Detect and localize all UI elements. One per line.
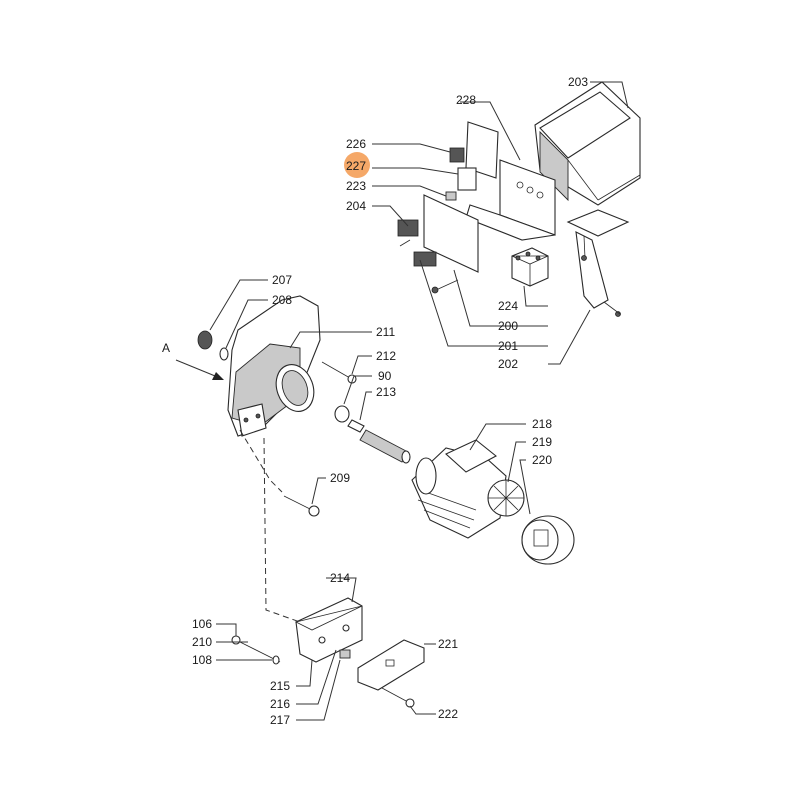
label-228: 228	[456, 93, 476, 107]
label-90: 90	[378, 369, 392, 383]
fan-impeller	[487, 479, 525, 517]
view-a-label: A	[162, 341, 170, 355]
coupling-shaft	[334, 405, 411, 464]
label-217: 217	[270, 713, 290, 727]
label-218: 218	[532, 417, 552, 431]
label-212: 212	[376, 349, 396, 363]
label-224: 224	[498, 299, 518, 313]
assembly-guides	[239, 429, 301, 623]
support-arm	[566, 209, 630, 317]
label-200: 200	[498, 319, 518, 333]
label-207: 207	[272, 273, 292, 287]
ignition-block	[294, 597, 363, 663]
knob-and-washer	[197, 330, 229, 361]
block-cover	[357, 639, 425, 691]
label-108: 108	[192, 653, 212, 667]
bracket-plate	[465, 159, 556, 241]
label-213: 213	[376, 385, 396, 399]
screw-222	[381, 687, 415, 708]
terminal-block	[511, 247, 549, 287]
label-221: 221	[438, 637, 458, 651]
label-204: 204	[346, 199, 366, 213]
part-labels: 203 228 226 227 223 204 224 200 201 202 …	[192, 75, 588, 727]
label-219: 219	[532, 435, 552, 449]
label-223: 223	[346, 179, 366, 193]
label-203: 203	[568, 75, 588, 89]
label-227: 227	[346, 159, 366, 173]
motor	[411, 439, 507, 539]
control-panel-plate	[397, 194, 479, 294]
relay-mount-plate	[445, 121, 499, 201]
cover-housing	[534, 81, 641, 206]
screw-212	[321, 361, 357, 384]
label-216: 216	[270, 697, 290, 711]
label-215: 215	[270, 679, 290, 693]
label-222: 222	[438, 707, 458, 721]
label-220: 220	[532, 453, 552, 467]
label-208: 208	[272, 293, 292, 307]
label-201: 201	[498, 339, 518, 353]
view-a-arrow: A	[162, 341, 224, 380]
label-226: 226	[346, 137, 366, 151]
screw-assembly-106	[231, 635, 281, 665]
label-214: 214	[330, 571, 350, 585]
burner-flange	[227, 295, 321, 437]
highlight-marker-227	[344, 152, 370, 178]
label-209: 209	[330, 471, 350, 485]
label-210: 210	[192, 635, 212, 649]
fan-cover	[521, 515, 575, 565]
label-211: 211	[376, 325, 395, 339]
label-106: 106	[192, 617, 212, 631]
label-202: 202	[498, 357, 518, 371]
screw-209	[283, 495, 320, 517]
leader-lines	[209, 81, 629, 721]
